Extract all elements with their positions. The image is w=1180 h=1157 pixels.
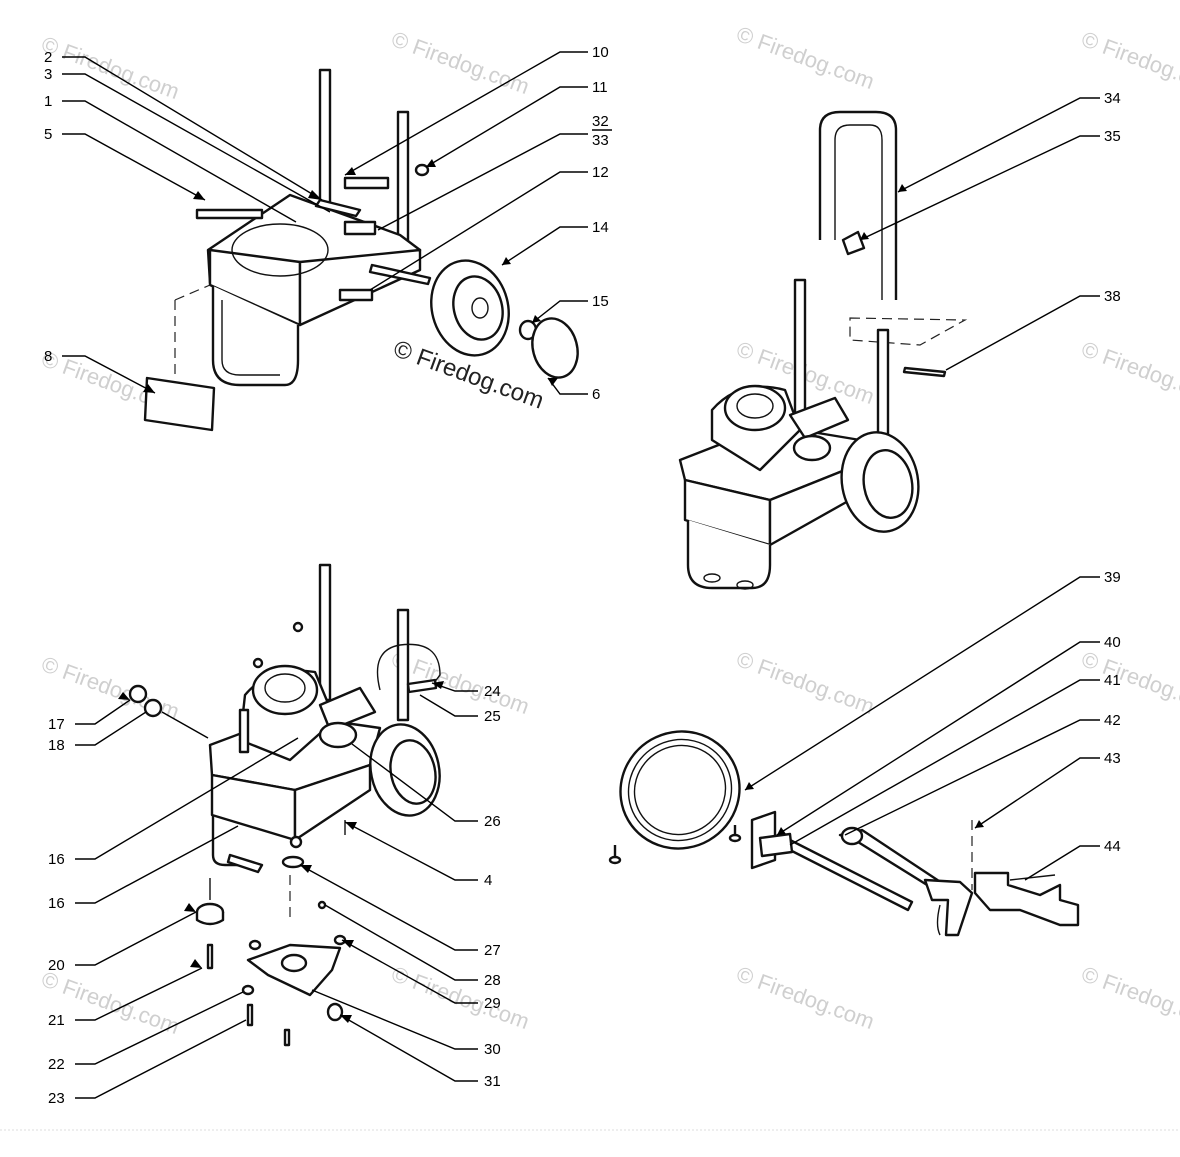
callout-33: 33 xyxy=(592,132,609,149)
assembled-unit xyxy=(678,110,968,590)
callout-5: 5 xyxy=(44,126,52,143)
watermark-tile: © Firedog.com xyxy=(733,21,877,94)
callout-20: 20 xyxy=(48,957,65,974)
frame-assembly xyxy=(143,68,579,432)
arrowheads xyxy=(118,159,984,1023)
callout-44: 44 xyxy=(1104,838,1121,855)
callout-30: 30 xyxy=(484,1041,501,1058)
callout-labels: 2 3 1 5 8 10 11 32 33 12 14 15 6 34 35 3… xyxy=(44,44,1121,1107)
callout-14: 14 xyxy=(592,219,609,236)
callout-29: 29 xyxy=(484,995,501,1012)
callout-6: 6 xyxy=(592,386,600,403)
callout-12: 12 xyxy=(592,164,609,181)
callout-24: 24 xyxy=(484,683,501,700)
callout-16-lower: 16 xyxy=(48,895,65,912)
callout-40: 40 xyxy=(1104,634,1121,651)
callout-15: 15 xyxy=(592,293,609,310)
callout-21: 21 xyxy=(48,1012,65,1029)
watermark-tile: © Firedog.com xyxy=(1078,961,1180,1034)
callout-39: 39 xyxy=(1104,569,1121,586)
callout-4: 4 xyxy=(484,872,492,889)
callout-17: 17 xyxy=(48,716,65,733)
callout-28: 28 xyxy=(484,972,501,989)
callout-11: 11 xyxy=(592,79,608,96)
callout-25: 25 xyxy=(484,708,501,725)
watermark-tile: © Firedog.com xyxy=(733,646,877,719)
watermark-tile: © Firedog.com xyxy=(388,961,532,1034)
watermark-tile: © Firedog.com xyxy=(1078,646,1180,719)
watermark-tile: © Firedog.com xyxy=(1078,336,1180,409)
callout-41: 41 xyxy=(1104,672,1121,689)
callout-2: 2 xyxy=(44,49,52,66)
callout-34: 34 xyxy=(1104,90,1121,107)
watermark-tile: © Firedog.com xyxy=(733,961,877,1034)
callout-16-upper: 16 xyxy=(48,851,65,868)
callout-3: 3 xyxy=(44,66,52,83)
engine-pump-assembly xyxy=(128,563,441,1047)
callout-23: 23 xyxy=(48,1090,65,1107)
callout-1: 1 xyxy=(44,93,52,110)
callout-8: 8 xyxy=(44,348,52,365)
watermark-tile: © Firedog.com xyxy=(388,26,532,99)
callout-42: 42 xyxy=(1104,712,1121,729)
watermark-tile: © Firedog.com xyxy=(38,31,182,104)
callout-35: 35 xyxy=(1104,128,1121,145)
callout-31: 31 xyxy=(484,1073,501,1090)
callout-22: 22 xyxy=(48,1056,65,1073)
leader-lines xyxy=(62,51,1100,1099)
callout-18: 18 xyxy=(48,737,65,754)
callout-38: 38 xyxy=(1104,288,1121,305)
callout-32: 32 xyxy=(592,113,609,130)
callout-26: 26 xyxy=(484,813,501,830)
callout-10: 10 xyxy=(592,44,609,61)
hose-gun-assembly xyxy=(608,730,1080,937)
callout-27: 27 xyxy=(484,942,501,959)
callout-43: 43 xyxy=(1104,750,1121,767)
watermark-tile: © Firedog.com xyxy=(1078,26,1180,99)
